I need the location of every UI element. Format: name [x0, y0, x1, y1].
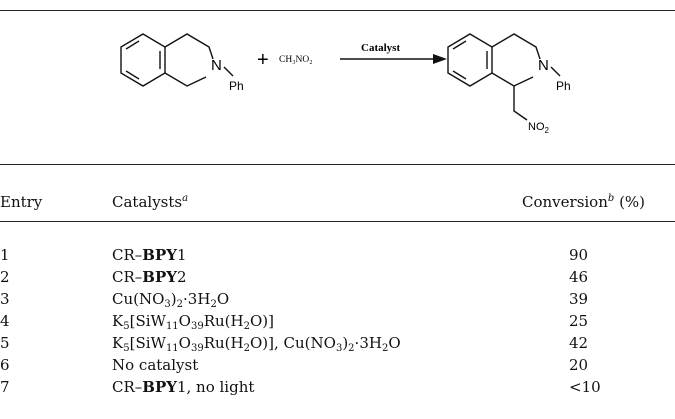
header-bottom-rule	[0, 221, 675, 222]
table-row: 4 K5[SiW11O39Ru(H2O)] 25	[0, 310, 675, 332]
entry-cell: 3	[0, 290, 10, 308]
arrow-head	[433, 54, 447, 64]
reaction-scheme: N Ph + CH₃NO₂ Catalyst N Ph NO2	[0, 14, 675, 164]
conversion-cell: 39	[569, 290, 589, 308]
entry-cell: 1	[0, 246, 10, 264]
product-phenyl-label: Ph	[556, 79, 571, 93]
catalyst-cell: No catalyst	[112, 356, 199, 374]
table-row: 5 K5[SiW11O39Ru(H2O)], Cu(NO3)2·3H2O 42	[0, 332, 675, 354]
entry-cell: 2	[0, 268, 10, 286]
footnote-mark-a: a	[182, 193, 189, 204]
arrow-label: Catalyst	[361, 42, 400, 54]
reagent-label: CH₃NO₂	[279, 55, 313, 65]
footnote-mark-b: b	[607, 193, 615, 204]
column-header-catalysts: Catalystsa	[112, 193, 189, 211]
product-benzene-ring	[447, 33, 493, 87]
catalyst-cell: CR–BPY2	[112, 268, 187, 286]
reactant-nitrogen-label: N	[211, 57, 222, 74]
conversion-cell: 42	[569, 334, 589, 352]
product-nitrogen-label: N	[538, 57, 549, 74]
catalyst-cell: K5[SiW11O39Ru(H2O)]	[112, 312, 274, 332]
catalyst-cell: CR–BPY1, no light	[112, 378, 255, 396]
product-nitro-label: NO2	[528, 121, 550, 135]
conversion-cell: <10	[569, 378, 601, 396]
conversion-cell: 25	[569, 312, 589, 330]
plus-sign: +	[257, 49, 269, 71]
conversion-cell: 46	[569, 268, 589, 286]
conversion-cell: 90	[569, 246, 589, 264]
entry-cell: 7	[0, 378, 10, 396]
catalyst-cell: K5[SiW11O39Ru(H2O)], Cu(NO3)2·3H2O	[112, 334, 401, 354]
catalyst-cell: CR–BPY1	[112, 246, 187, 264]
column-header-conversion: Conversionb (%)	[522, 193, 646, 211]
entry-cell: 6	[0, 356, 10, 374]
header-top-rule	[0, 164, 675, 165]
table-top-rule	[0, 10, 675, 11]
conversion-cell: 20	[569, 356, 589, 374]
table-row: 1 CR–BPY1 90	[0, 244, 675, 266]
table-row: 7 CR–BPY1, no light <10	[0, 376, 675, 398]
entry-cell: 4	[0, 312, 10, 330]
reactant-saturated-ring	[164, 33, 214, 60]
product-saturated-ring	[491, 33, 541, 60]
reactant-phenyl-label: Ph	[229, 79, 244, 93]
reactant-benzene-ring	[120, 33, 166, 87]
table-row: 3 Cu(NO3)2·3H2O 39	[0, 288, 675, 310]
reaction-scheme-drawing: N Ph + CH₃NO₂ Catalyst N Ph NO2	[120, 33, 571, 135]
table-row: 6 No catalyst 20	[0, 354, 675, 376]
entry-cell: 5	[0, 334, 10, 352]
catalyst-cell: Cu(NO3)2·3H2O	[112, 290, 230, 310]
column-header-entry: Entry	[0, 193, 43, 211]
table-row: 2 CR–BPY2 46	[0, 266, 675, 288]
